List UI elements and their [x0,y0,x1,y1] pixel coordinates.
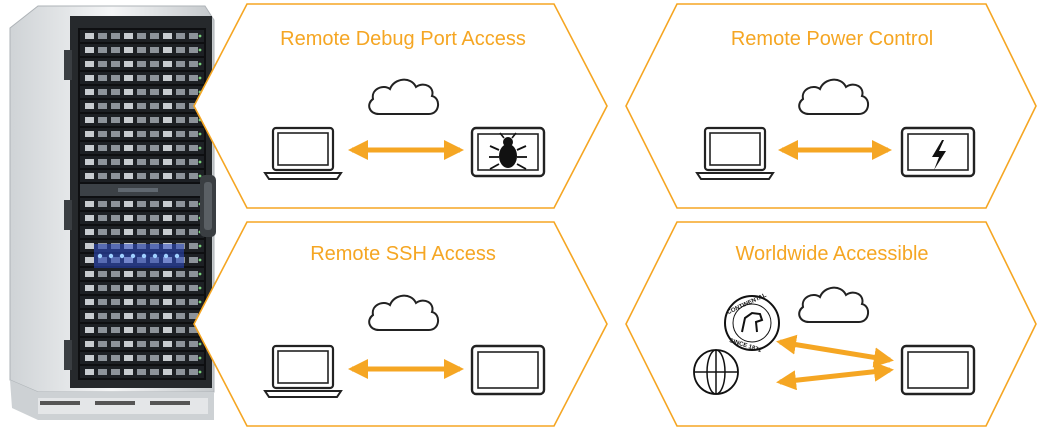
server-rack [9,5,216,420]
double-arrow-icon [776,361,894,391]
panel-remote-debug: Remote Debug Port Access [193,3,608,209]
double-arrow-icon [776,334,894,368]
seal-icon: CONTINENTAL SINCE 1871 [724,293,780,354]
panel-title: Remote Power Control [731,28,933,50]
bug-icon [489,132,527,170]
panel-remote-ssh: Remote SSH Access [193,221,608,427]
panel-worldwide: Worldwide Accessible CONTINENTAL SINCE 1… [625,221,1037,427]
panel-title: Remote SSH Access [310,243,496,265]
panel-title: Worldwide Accessible [735,243,928,265]
panel-remote-power: Remote Power Control [625,3,1037,209]
lightning-bolt-icon [932,140,946,170]
globe-icon [693,349,739,395]
panel-title: Remote Debug Port Access [280,28,526,50]
